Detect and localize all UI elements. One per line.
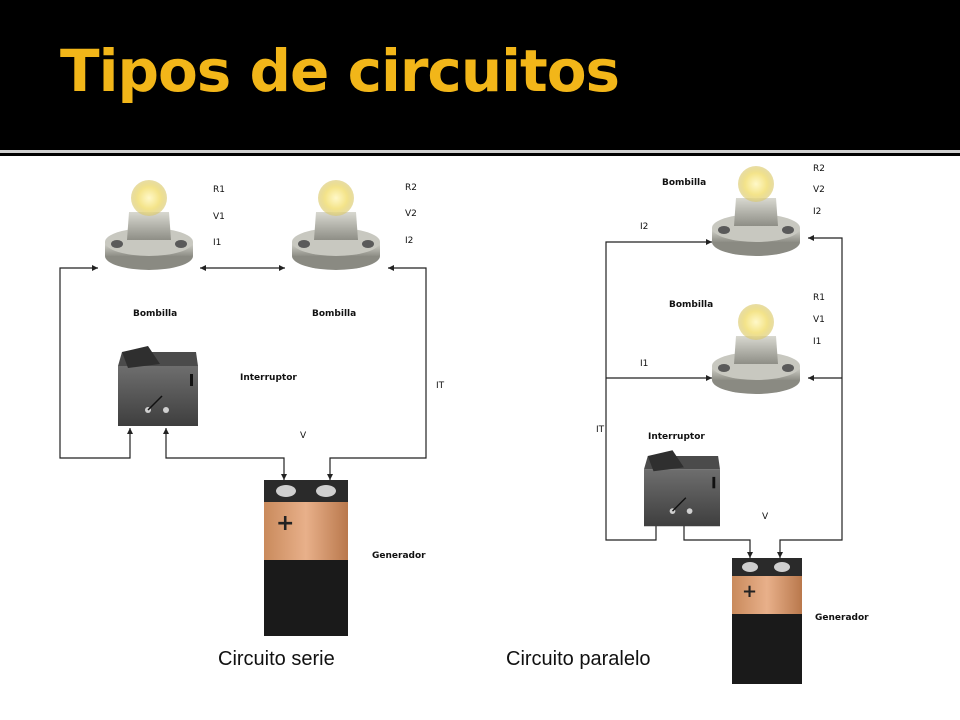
parallel-bulb-bottom-icon xyxy=(712,304,800,394)
series-bulb2-current: I2 xyxy=(405,236,413,246)
parallel-bottom-bulb-label: Bombilla xyxy=(669,300,713,310)
parallel-bottom-voltage: V1 xyxy=(813,315,825,325)
series-total-current-label: IT xyxy=(436,381,445,391)
parallel-total-current-label: IT xyxy=(596,425,605,435)
parallel-top-bulb-label: Bombilla xyxy=(662,178,706,188)
parallel-battery-icon xyxy=(732,558,802,684)
series-bulb1-label: Bombilla xyxy=(133,309,177,319)
parallel-top-branch-current: I2 xyxy=(640,222,648,232)
series-arrows xyxy=(92,265,394,480)
parallel-circuit: R2 V2 I2 Bombilla I2 R1 V1 I1 Bombilla I… xyxy=(596,164,869,684)
parallel-switch-icon xyxy=(643,449,721,528)
series-circuit: R1 V1 I1 Bombilla R2 V2 I2 Bombilla Inte… xyxy=(59,180,445,636)
series-bulb-2-icon xyxy=(292,180,380,270)
parallel-wires xyxy=(605,237,843,558)
parallel-voltage-label: V xyxy=(762,512,769,522)
parallel-top-resistance: R2 xyxy=(813,164,825,174)
series-battery-icon xyxy=(264,480,348,636)
parallel-switch-label: Interruptor xyxy=(648,432,705,442)
series-bulb2-voltage: V2 xyxy=(405,209,417,219)
parallel-generator-label: Generador xyxy=(815,613,869,623)
parallel-bulb-top-icon xyxy=(712,166,800,256)
parallel-bottom-current: I1 xyxy=(813,337,821,347)
slide-title: Tipos de circuitos xyxy=(60,37,620,105)
parallel-top-current: I2 xyxy=(813,207,821,217)
parallel-top-voltage: V2 xyxy=(813,185,825,195)
series-bulb2-resistance: R2 xyxy=(405,183,417,193)
series-caption: Circuito serie xyxy=(218,648,335,670)
series-battery-plus: + xyxy=(276,511,294,536)
series-bulb1-resistance: R1 xyxy=(213,185,225,195)
parallel-arrows xyxy=(706,235,814,558)
parallel-battery-plus: + xyxy=(742,581,757,602)
series-switch-icon xyxy=(117,345,199,427)
series-generator-label: Generador xyxy=(372,551,426,561)
title-divider xyxy=(0,150,960,153)
series-wires xyxy=(59,267,427,480)
series-switch-label: Interruptor xyxy=(240,373,297,383)
parallel-bottom-resistance: R1 xyxy=(813,293,825,303)
series-bulb2-label: Bombilla xyxy=(312,309,356,319)
title-bar: Tipos de circuitos xyxy=(0,0,960,152)
parallel-caption: Circuito paralelo xyxy=(506,648,651,670)
parallel-bottom-branch-current: I1 xyxy=(640,359,648,369)
series-bulb-1-icon xyxy=(105,180,193,270)
series-bulb1-current: I1 xyxy=(213,238,221,248)
series-bulb1-voltage: V1 xyxy=(213,212,225,222)
series-voltage-label: V xyxy=(300,431,307,441)
